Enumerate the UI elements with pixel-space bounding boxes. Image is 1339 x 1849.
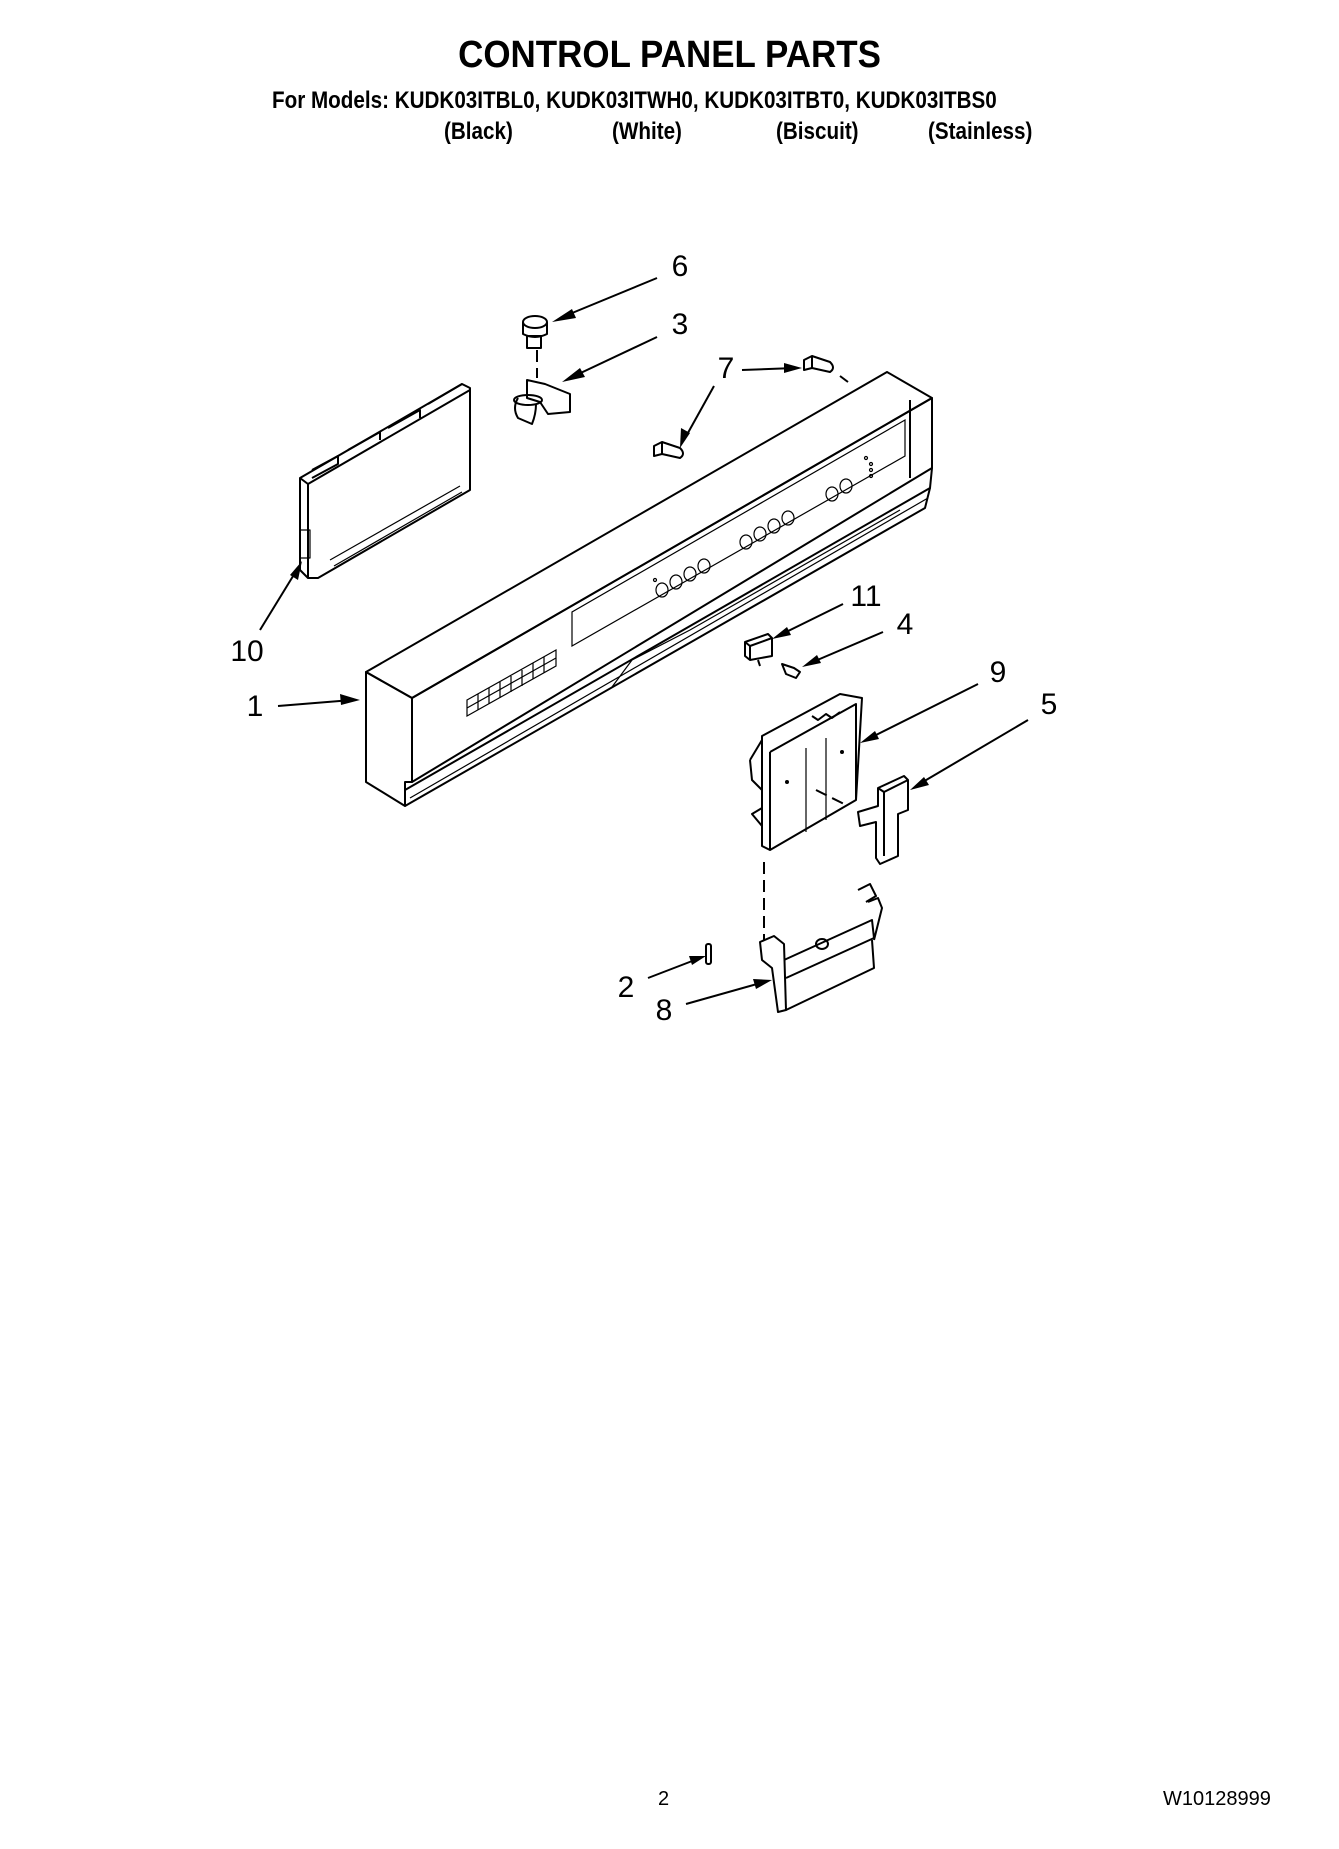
callout-6: 6 [671, 250, 689, 283]
control-board-part-10 [299, 383, 471, 579]
callout-5: 5 [1040, 688, 1058, 721]
callout-7: 7 [717, 352, 735, 385]
panel-buttons [652, 455, 874, 598]
variant-black: (Black) [444, 118, 513, 145]
variant-biscuit: (Biscuit) [776, 118, 859, 145]
callout-1: 1 [246, 690, 264, 723]
handle-part-8 [759, 883, 883, 1013]
alignment-line [839, 375, 849, 383]
page-title: CONTROL PANEL PARTS [458, 34, 881, 76]
callout-3: 3 [671, 308, 689, 341]
callout-8: 8 [655, 994, 673, 1027]
thermostat-part-6 [522, 315, 548, 349]
keypad-grid-icon [466, 648, 557, 718]
callout-4: 4 [896, 608, 914, 641]
spring-part-2 [705, 943, 712, 965]
callout-10: 10 [230, 635, 264, 668]
screw-part-4 [781, 663, 801, 679]
callout-9: 9 [989, 656, 1007, 689]
callout-2: 2 [617, 971, 635, 1004]
variant-stainless: (Stainless) [928, 118, 1033, 145]
clip-part-11 [744, 633, 773, 667]
page-number: 2 [658, 1788, 670, 1810]
callout-arrows [259, 277, 1029, 1005]
models-line: For Models: KUDK03ITBL0, KUDK03ITWH0, KU… [272, 87, 997, 114]
variant-white: (White) [612, 118, 682, 145]
latch-part-5 [857, 775, 909, 865]
document-number: W10128999 [1163, 1788, 1271, 1810]
control-panel-part-1 [365, 371, 933, 807]
screw-part-7-a [803, 355, 834, 373]
housing-part-9 [749, 693, 863, 851]
alignment-line [815, 789, 849, 807]
bracket-part-3 [513, 379, 571, 425]
callout-11: 11 [850, 580, 882, 613]
screw-part-7-b [653, 441, 684, 459]
